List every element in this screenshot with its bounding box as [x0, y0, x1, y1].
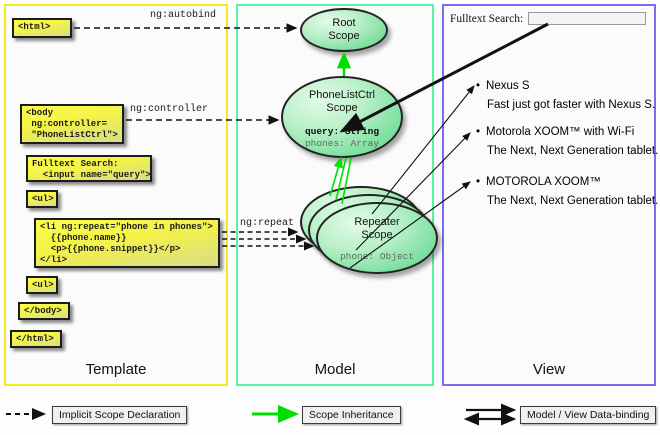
search-box: Fulltext Search: <input name="query">	[26, 155, 152, 182]
phone-snippet: The Next, Next Generation tablet.	[487, 145, 659, 157]
ul-open-box: <ul>	[26, 190, 58, 208]
legend-scope-inheritance-label: Scope Inheritance	[302, 406, 401, 424]
legend-data-binding-label: Model / View Data-binding	[520, 406, 657, 424]
phonelistctrl-scope: PhoneListCtrl Scope query: String phones…	[281, 76, 403, 158]
root-scope-title-2: Scope	[328, 30, 360, 42]
ul-close-box: <ul>	[26, 276, 58, 294]
phone-list-item[interactable]: •Nexus S Fast just got faster with Nexus…	[476, 80, 660, 111]
phonelistctrl-scope-title-1: PhoneListCtrl	[308, 89, 376, 101]
phone-name: •MOTOROLA XOOM™	[476, 176, 601, 188]
legend-implicit-scope: Implicit Scope Declaration	[52, 406, 188, 424]
phone-name: •Nexus S	[476, 80, 530, 92]
view-search-row: Fulltext Search:	[450, 12, 650, 25]
legend-implicit-scope-label: Implicit Scope Declaration	[52, 406, 188, 424]
repeater-scope-title-2: Scope	[361, 229, 393, 241]
column-label-view: View	[532, 361, 566, 378]
repeater-prop-phone: phone: Object	[339, 251, 415, 262]
phonelistctrl-scope-title-2: Scope	[326, 102, 358, 114]
phone-name: •Motorola XOOM™ with Wi-Fi	[476, 126, 635, 138]
repeater-scope: Repeater Scope phone: Object	[316, 202, 438, 274]
edge-label-autobind: ng:autobind	[150, 10, 217, 21]
view-panel: Fulltext Search:	[450, 12, 650, 25]
bullet-icon: •	[476, 126, 481, 138]
phone-list-item[interactable]: •MOTOROLA XOOM™ The Next, Next Generatio…	[476, 176, 660, 207]
phone-list-item[interactable]: •Motorola XOOM™ with Wi-Fi The Next, Nex…	[476, 126, 660, 157]
bullet-icon: •	[476, 176, 481, 188]
view-search-input[interactable]	[528, 12, 647, 25]
body-box: <body ng:controller= "PhoneListCtrl">	[20, 104, 124, 144]
legend: Implicit Scope Declaration Scope Inherit…	[0, 396, 660, 435]
edge-label-controller: ng:controller	[130, 104, 209, 115]
body-close-box: </body>	[18, 302, 70, 320]
column-label-template: Template	[85, 361, 147, 378]
root-scope-title-1: Root	[332, 17, 356, 29]
top-spacer	[0, 0, 660, 3]
phone-snippet: Fast just got faster with Nexus S.	[487, 99, 656, 111]
phonelistctrl-prop-query: query: String	[304, 126, 380, 137]
legend-data-binding: Model / View Data-binding	[520, 406, 657, 424]
repeater-scope-title-1: Repeater	[354, 216, 400, 228]
column-label-model: Model	[314, 361, 356, 378]
phonelistctrl-prop-phones: phones: Array	[304, 138, 380, 149]
html-close-box: </html>	[10, 330, 62, 348]
view-search-label: Fulltext Search:	[450, 12, 524, 25]
phone-snippet: The Next, Next Generation tablet.	[487, 195, 659, 207]
bullet-icon: •	[476, 80, 481, 92]
legend-scope-inheritance: Scope Inheritance	[302, 406, 401, 424]
root-scope: Root Scope	[300, 8, 388, 52]
html-open-box: <html>	[12, 18, 72, 38]
edge-label-repeat: ng:repeat	[240, 218, 295, 229]
li-repeat-box: <li ng:repeat="phone in phones"> {{phone…	[34, 218, 220, 268]
